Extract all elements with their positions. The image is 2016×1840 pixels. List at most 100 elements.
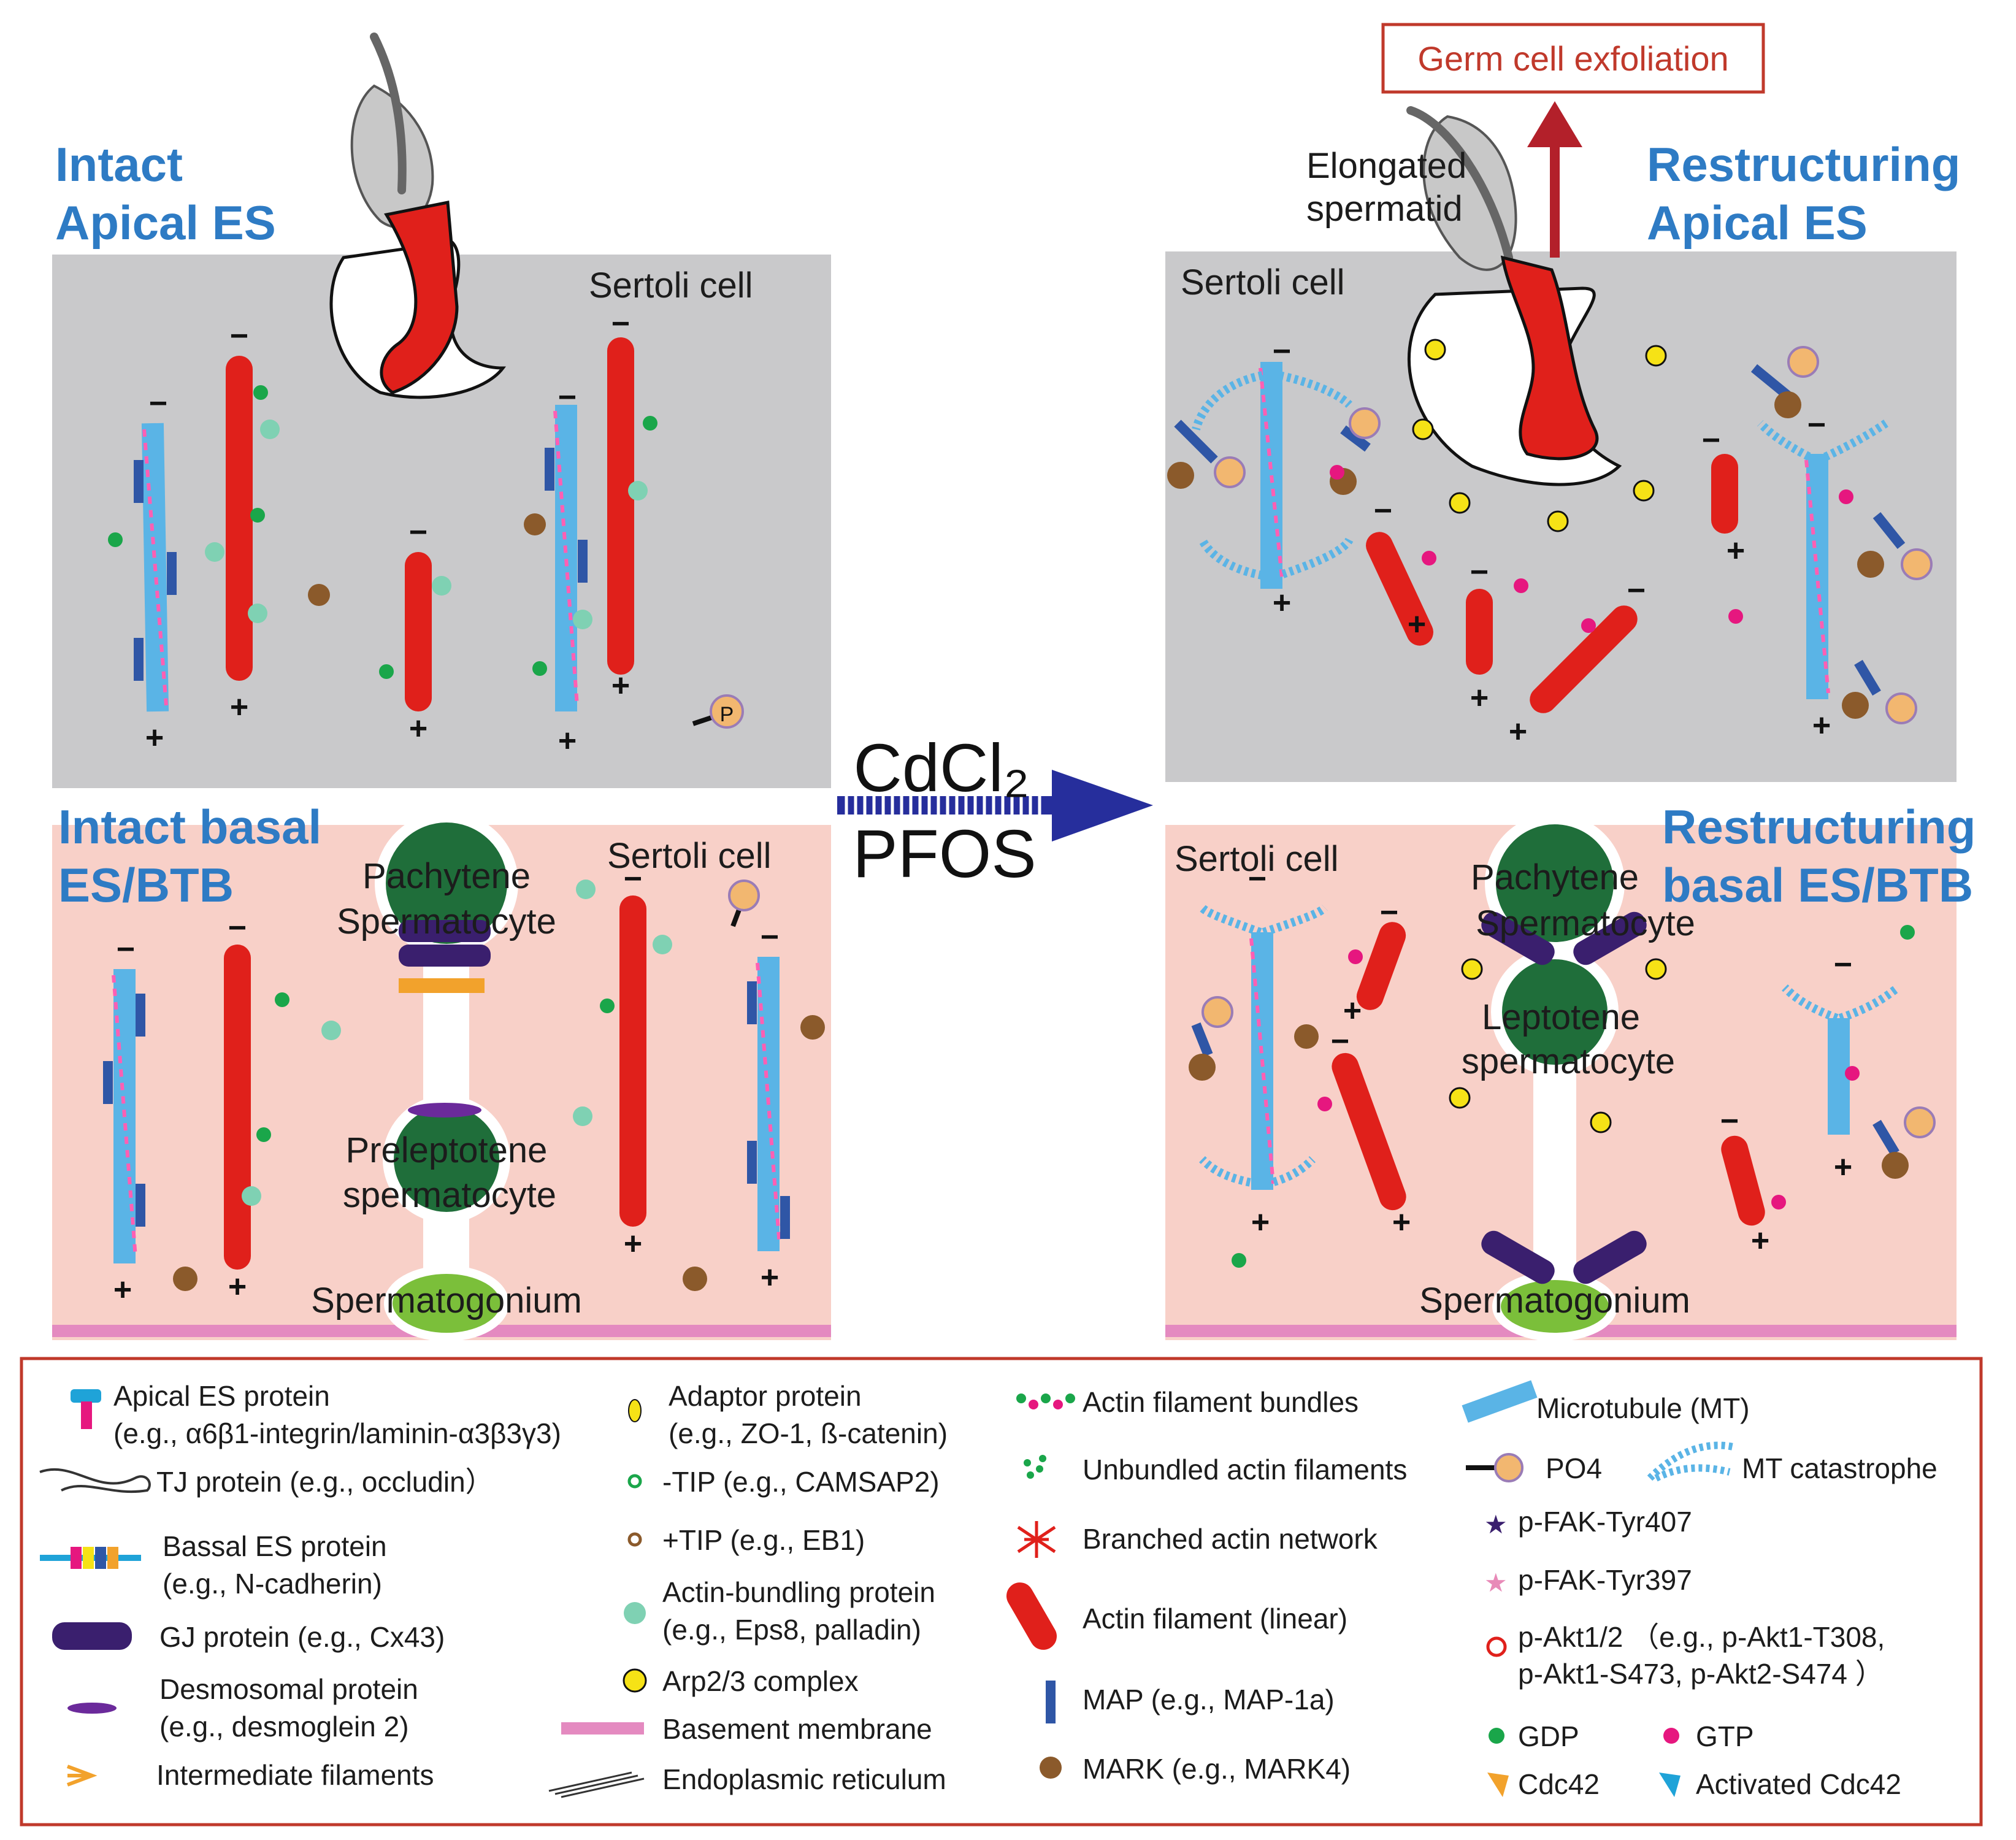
leptotene-spermatocyte-right — [1491, 948, 1619, 1076]
legend-bundling-2: (e.g., Eps8, palladin) — [662, 1614, 921, 1646]
po4-map-br-2 — [1872, 1106, 1936, 1179]
sertoli-label-br: Sertoli cell — [1175, 839, 1339, 879]
spermatogonium-label-left: Spermatogonium — [311, 1281, 582, 1321]
gdp-icon — [1489, 1728, 1504, 1744]
legend-desmo-1: Desmosomal protein — [159, 1673, 418, 1705]
legend-unbundled: Unbundled actin filaments — [1083, 1454, 1407, 1485]
basal-es-protein-bl — [399, 978, 485, 993]
spermatocyte-label-right: Spermatocyte — [1476, 903, 1695, 943]
fak407-icon: ★ — [1484, 1509, 1508, 1539]
title-intact-apical-2: Apical ES — [55, 196, 276, 250]
gtp-icon — [1663, 1728, 1679, 1744]
cdc42-icon — [1487, 1773, 1509, 1797]
svg-text:P: P — [720, 703, 734, 726]
map-bl-2 — [103, 1061, 113, 1104]
arp23-complex-icon — [623, 1668, 647, 1693]
plus-bl-1: + — [113, 1272, 132, 1308]
legend-adaptor-1: Adaptor protein — [669, 1380, 862, 1412]
mark-br-1 — [1294, 1024, 1319, 1049]
actin-bundles-icon — [1016, 1393, 1075, 1409]
germ-exfoliation-box — [1381, 23, 1765, 94]
treatment-label-cdcl2: CdCl₂ — [853, 730, 1029, 806]
gj-protein-br-1 — [1481, 911, 1555, 965]
legend-linear: Actin filament (linear) — [1083, 1603, 1347, 1635]
actin-filament-tr-3 — [1466, 589, 1493, 675]
plus-br-1: + — [1251, 1205, 1270, 1240]
preleptotene-sub-label: spermatocyte — [343, 1175, 556, 1215]
map-bl-1 — [136, 994, 145, 1037]
mt-catastrophe-br-1 — [1199, 904, 1328, 1188]
basement-membrane-icon — [561, 1722, 644, 1735]
treatment-arrow-stripes — [845, 796, 1041, 815]
legend-apical-es-2: (e.g., α6β1-integrin/laminin-α3β3γ3) — [113, 1417, 561, 1449]
plus-tr-3: + — [1470, 680, 1489, 716]
spermatogonium-right — [1492, 1271, 1617, 1341]
map-bl-4 — [747, 981, 757, 1024]
sertoli-label-tl: Sertoli cell — [589, 266, 753, 305]
treatment-label-pfos: PFOS — [853, 816, 1037, 892]
title-restructuring-basal-1: Restructuring — [1662, 800, 1976, 854]
scattered-markers — [108, 339, 1915, 1268]
title-intact-basal-2: ES/BTB — [58, 858, 234, 912]
gj-protein-br-3 — [1481, 1230, 1555, 1284]
title-restructuring-apical-2: Apical ES — [1647, 196, 1868, 250]
po4-map-tr-2 — [1750, 346, 1819, 418]
microtubule-tr-2 — [1804, 454, 1830, 699]
actin-filament-tr-4 — [1530, 605, 1638, 713]
minus-tip-icon — [627, 1474, 642, 1489]
plus-tr-6: + — [1812, 708, 1831, 743]
po4-tl: P — [692, 694, 744, 729]
legend-active-cdc42: Activated Cdc42 — [1696, 1768, 1901, 1800]
adaptor-protein-icon — [628, 1399, 642, 1422]
pachytene-label-right: Pachytene — [1471, 857, 1639, 897]
plus-tl-2: + — [230, 689, 248, 725]
plus-tr-4: + — [1509, 714, 1527, 749]
plus-bl-4: + — [761, 1260, 779, 1295]
title-intact-basal-1: Intact basal — [58, 800, 321, 854]
po4-icon — [1466, 1453, 1523, 1482]
leptotene-sub-label: spermatocyte — [1462, 1041, 1675, 1081]
desmosomal-protein-icon — [67, 1703, 117, 1714]
po4-bl — [728, 880, 760, 927]
legend-akt-1: p-Akt1/2 （e.g., p-Akt1-T308, — [1518, 1621, 1885, 1653]
map-icon — [1046, 1681, 1056, 1723]
plus-tl-1: + — [145, 720, 164, 756]
minus-br-4: − — [1720, 1103, 1739, 1139]
plus-br-3: + — [1392, 1205, 1411, 1240]
mark-tl-1 — [308, 584, 330, 606]
minus-tl-2: − — [230, 318, 248, 354]
title-restructuring-apical-1: Restructuring — [1647, 137, 1960, 191]
po4-map-tr-3 — [1857, 512, 1933, 580]
legend-er: Endoplasmic reticulum — [662, 1763, 946, 1795]
map-bl-6 — [780, 1196, 790, 1239]
leptotene-label: Leptotene — [1482, 997, 1640, 1037]
legend-bundling-1: Actin-bundling protein — [662, 1576, 935, 1608]
actin-filament-tl-2 — [405, 552, 432, 711]
map-bl-5 — [747, 1141, 757, 1184]
minus-bl-2: − — [228, 910, 247, 946]
gj-protein-br-2 — [1573, 911, 1647, 965]
gj-protein-bl-1 — [399, 920, 491, 942]
minus-tr-3: − — [1470, 554, 1489, 590]
legend-apical-es-1: Apical ES protein — [113, 1380, 330, 1412]
minus-tr-5: − — [1702, 423, 1720, 458]
plus-br-4: + — [1751, 1223, 1769, 1259]
preleptotene-label: Preleptotene — [346, 1130, 548, 1170]
minus-tl-3: − — [409, 515, 427, 550]
legend-tj: TJ protein (e.g., occludin） — [156, 1466, 494, 1498]
plus-tr-2: + — [1408, 607, 1426, 642]
map-tl-3 — [134, 638, 144, 681]
activated-cdc42-icon — [1659, 1773, 1681, 1797]
legend-bundles: Actin filament bundles — [1083, 1386, 1359, 1418]
microtubule-bl-1 — [112, 969, 137, 1263]
minus-bl-4: − — [761, 919, 779, 955]
minus-tr-2: − — [1374, 493, 1392, 529]
spermatid-top-left — [329, 33, 507, 399]
spermatogonium-left — [384, 1265, 509, 1341]
legend-plus-tip: +TIP (e.g., EB1) — [662, 1524, 865, 1556]
minus-bl-3: − — [624, 861, 642, 897]
legend-branched: Branched actin network — [1083, 1523, 1378, 1555]
germ-exfoliation-text: Germ cell exfoliation — [1417, 39, 1728, 78]
